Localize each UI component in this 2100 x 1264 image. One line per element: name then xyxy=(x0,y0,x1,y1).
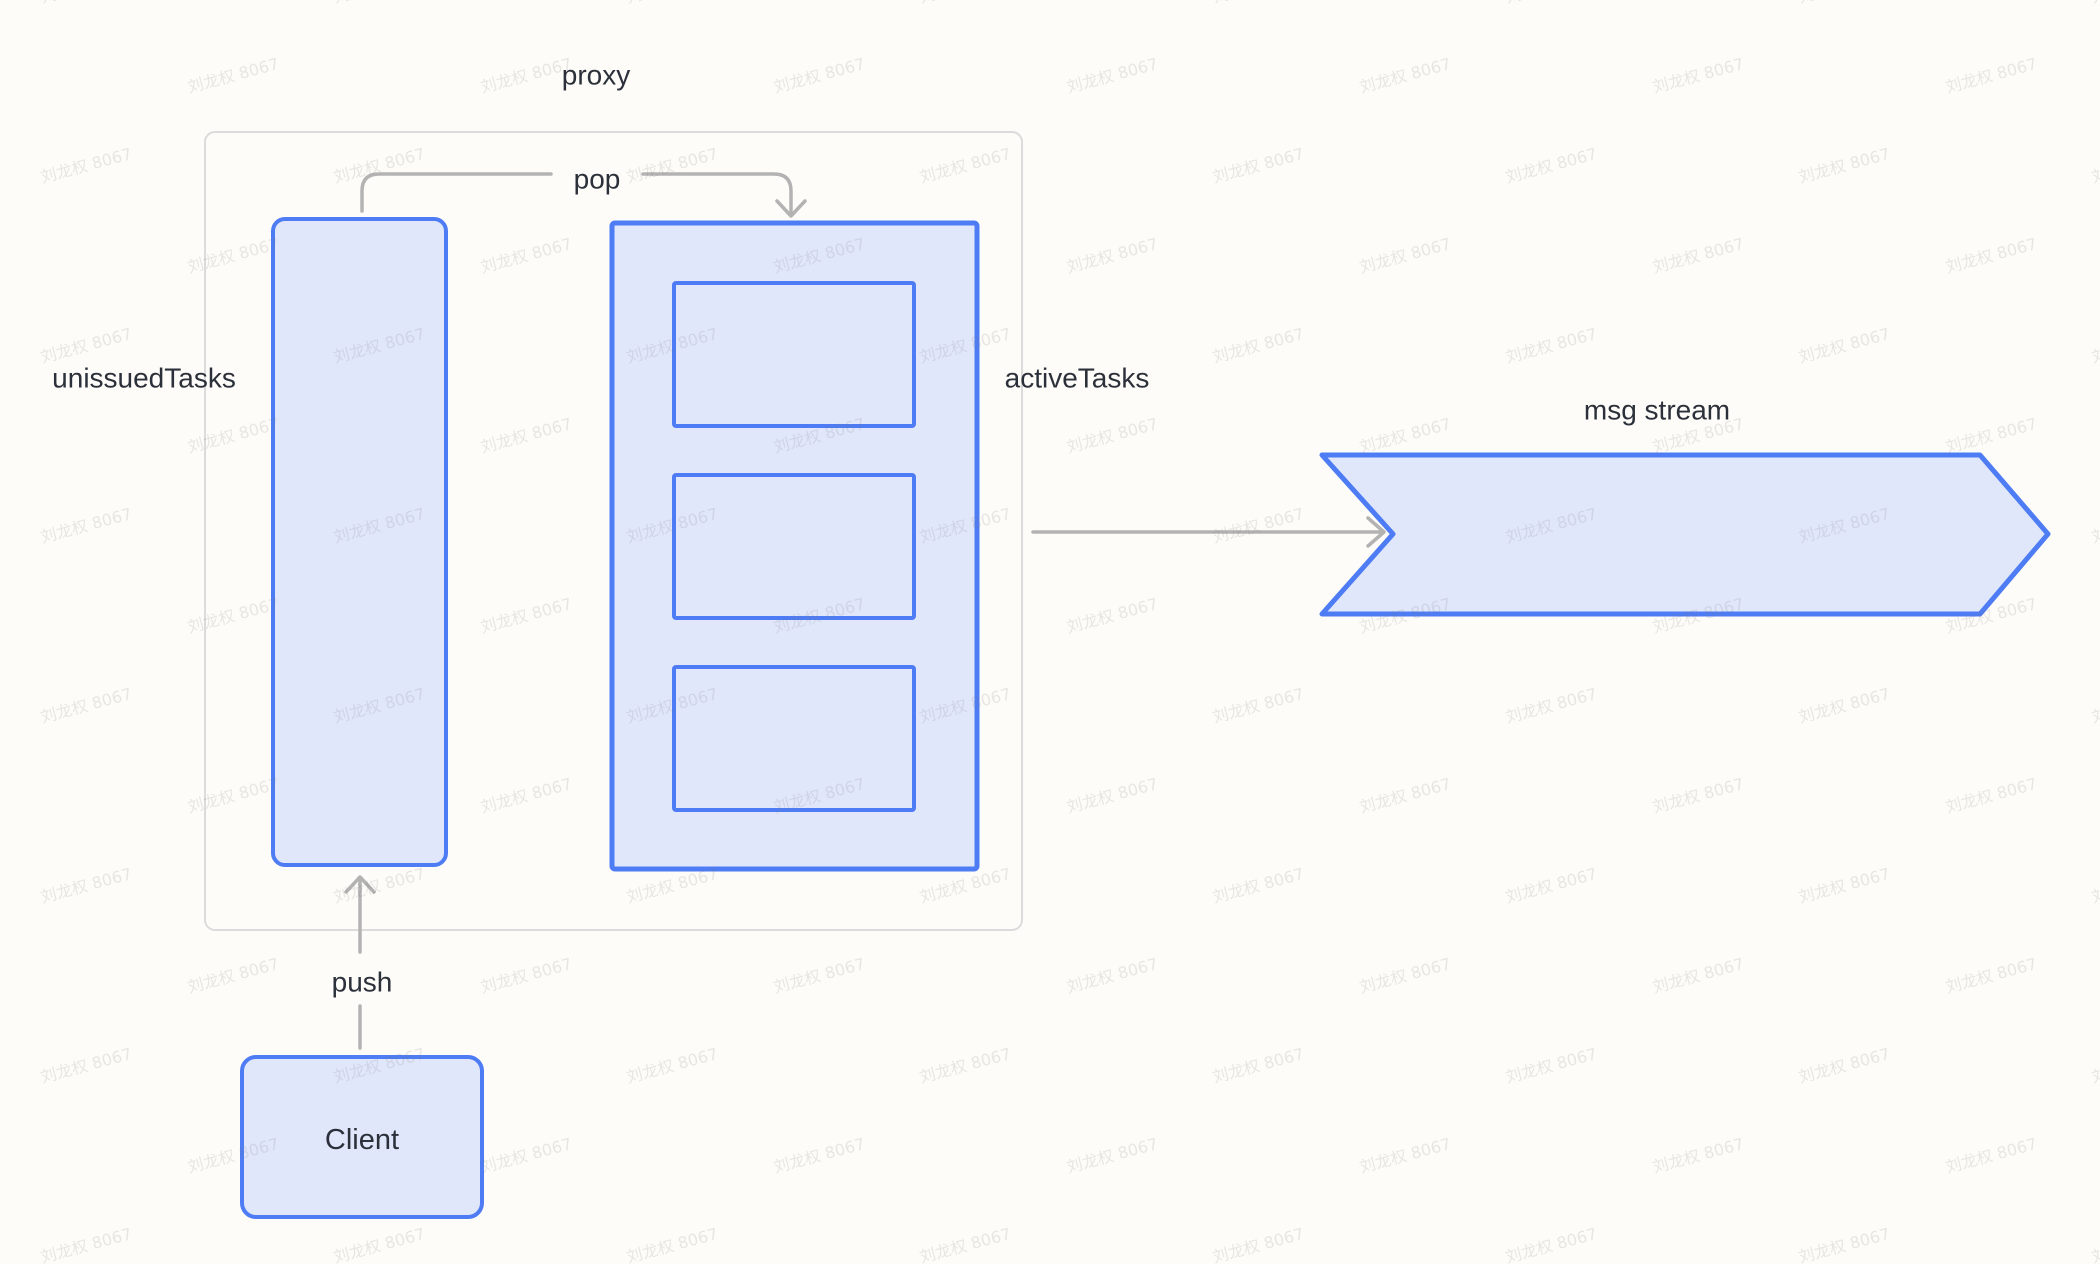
unissued-tasks-node xyxy=(271,217,448,867)
push-arrowhead-icon xyxy=(344,875,376,894)
client-node xyxy=(240,1055,484,1219)
pop-arrow-right-segment xyxy=(641,172,793,214)
proxy-label: proxy xyxy=(562,60,630,91)
task-slot xyxy=(672,665,916,812)
push-arrow xyxy=(344,875,376,1050)
active-task-slots xyxy=(672,281,916,812)
push-label: push xyxy=(332,967,393,998)
proxy-container xyxy=(204,131,1023,931)
active-tasks-label: activeTasks xyxy=(1005,363,1150,394)
stream-arrowhead-icon xyxy=(1366,516,1386,548)
client-label: Client xyxy=(325,1124,399,1156)
msg-stream-label: msg stream xyxy=(1584,395,1730,426)
stream-arrow xyxy=(1031,516,1386,548)
unissued-tasks-label: unissuedTasks xyxy=(52,363,236,394)
pop-arrow xyxy=(360,172,807,218)
pop-arrow-left-segment xyxy=(360,172,553,213)
pop-label: pop xyxy=(574,164,621,195)
pop-arrowhead-icon xyxy=(775,199,807,218)
task-slot xyxy=(672,473,916,620)
msg-stream-node xyxy=(1319,452,2051,617)
task-slot xyxy=(672,281,916,428)
